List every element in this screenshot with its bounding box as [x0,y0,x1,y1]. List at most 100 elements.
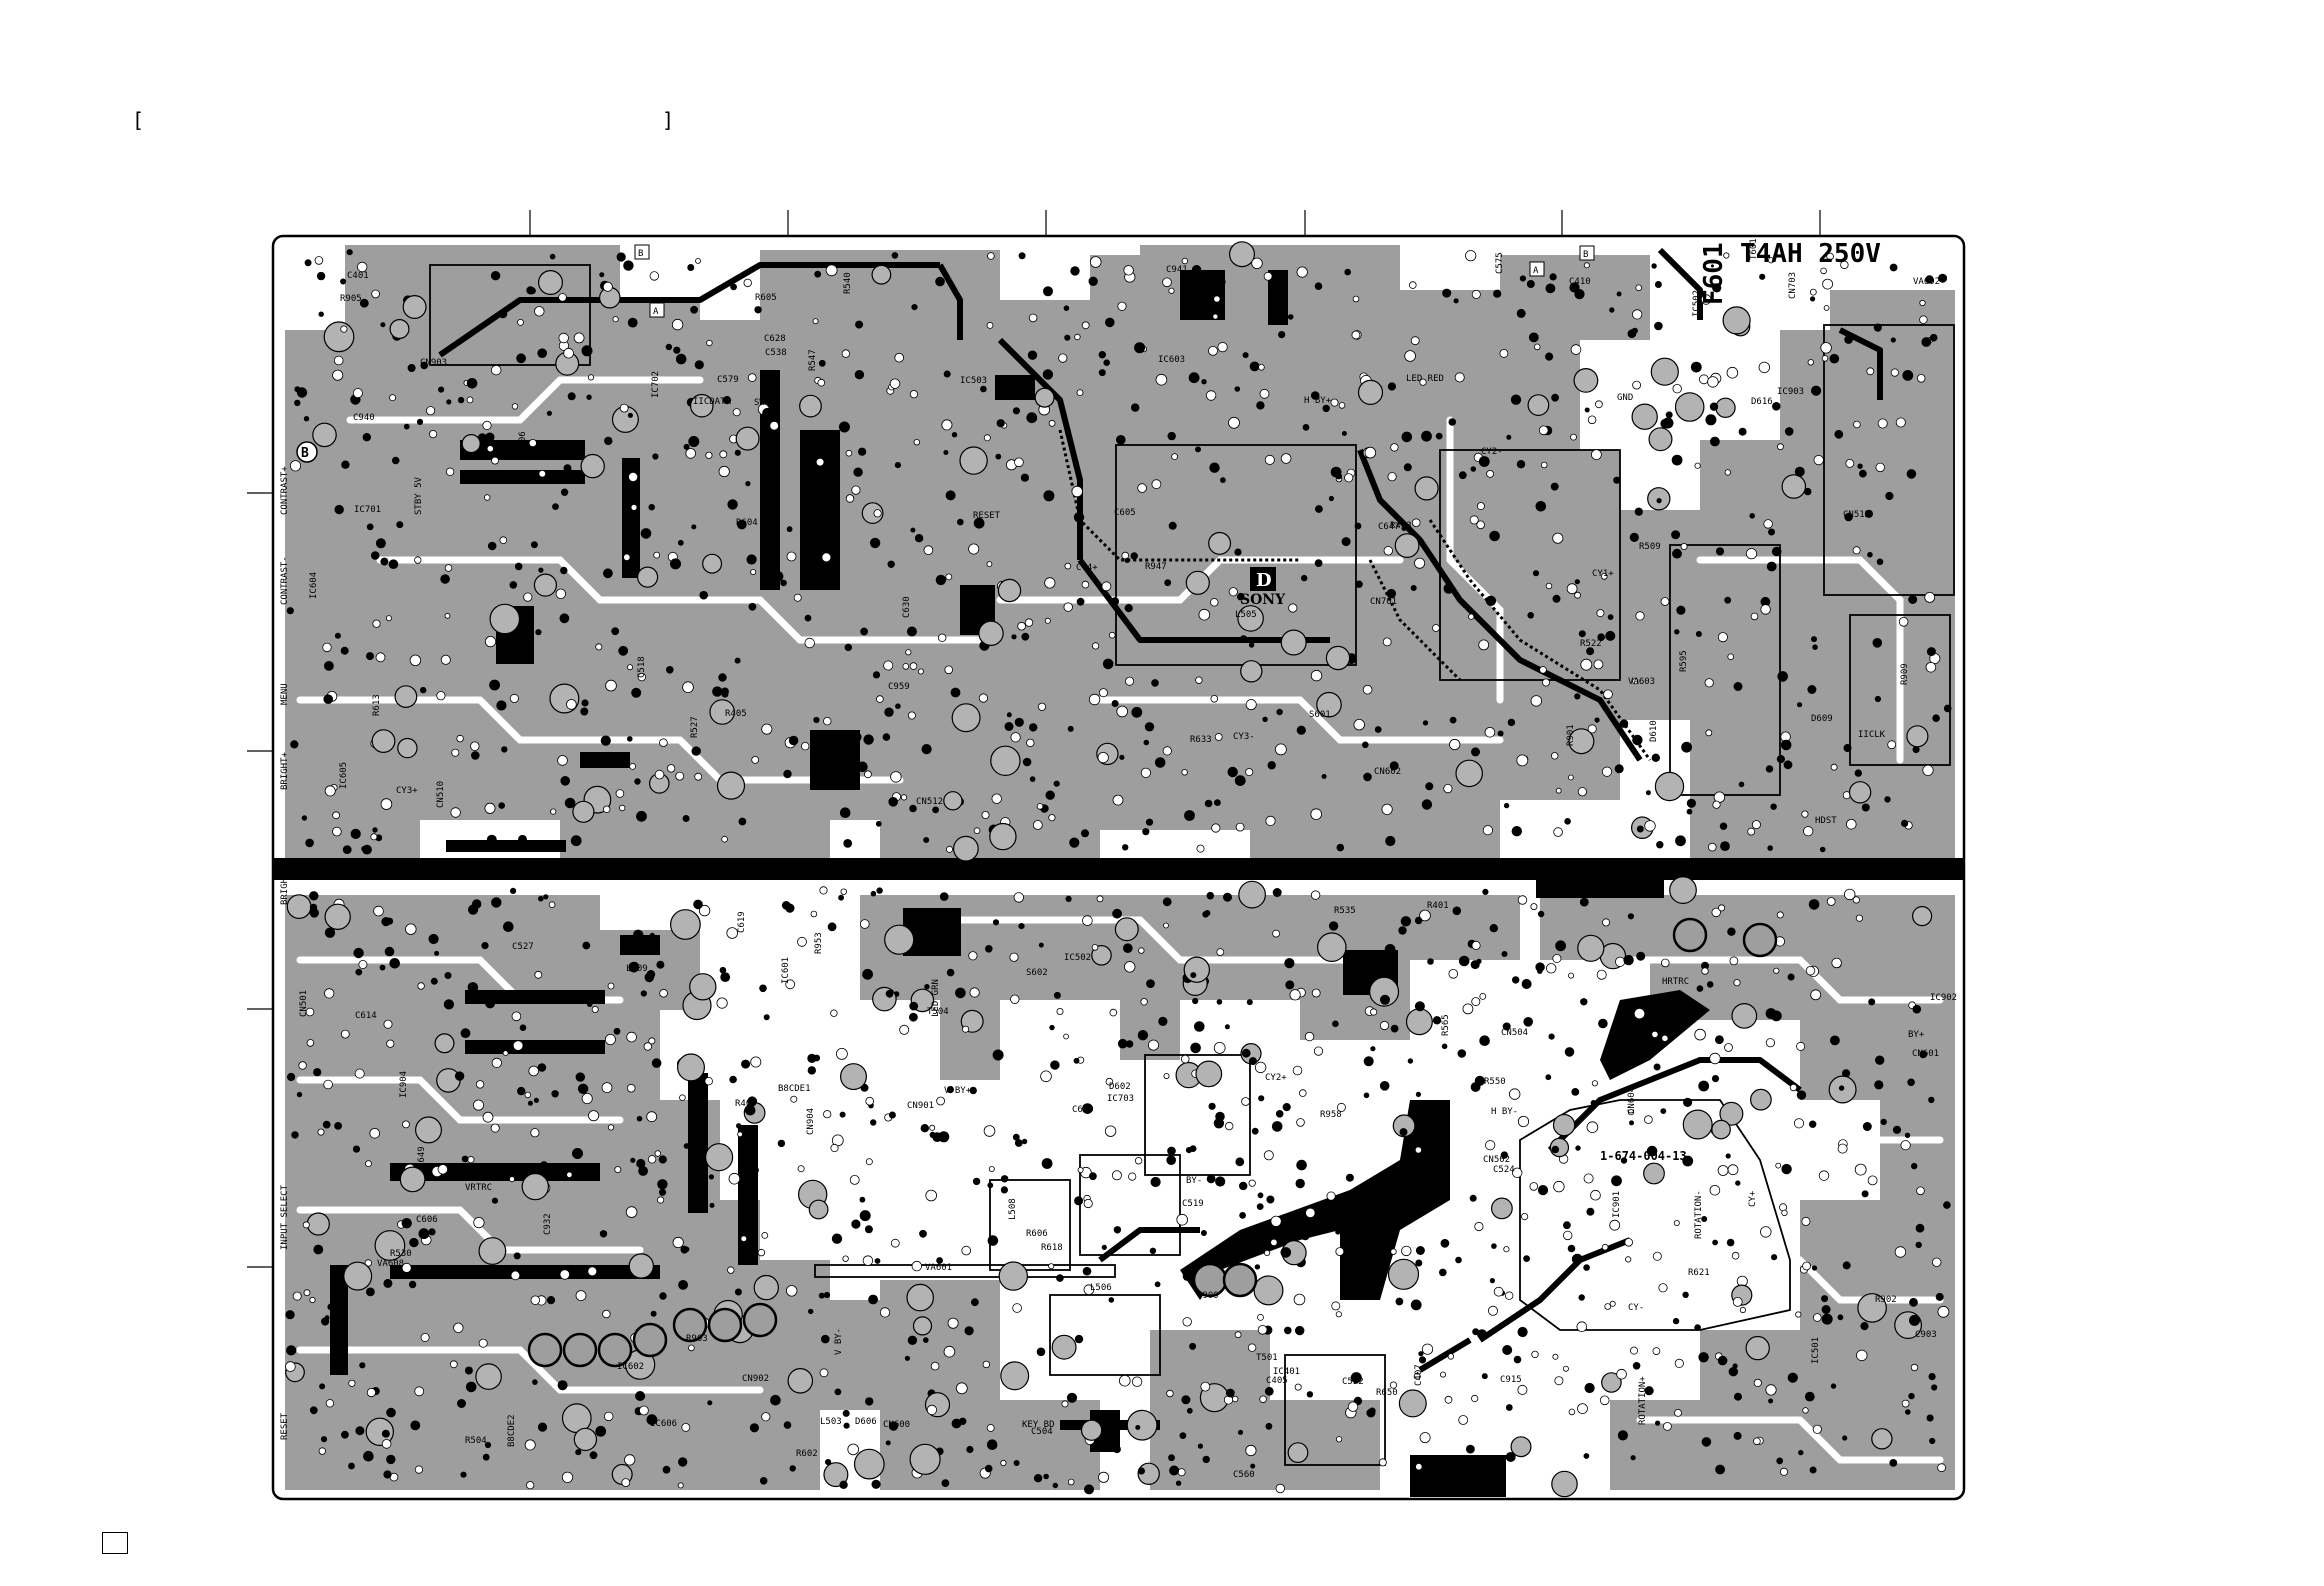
pad [465,1381,477,1393]
pad [1452,906,1462,916]
pin-label-12: GND [1617,393,1633,403]
pad [572,800,595,823]
pad [355,1426,365,1436]
connector-label-2: CN600 [883,1420,910,1430]
pad [1130,552,1138,560]
pad [1214,799,1221,806]
pad [286,1345,297,1356]
pad [1854,769,1863,777]
pad [939,892,949,901]
pad [1033,1474,1043,1483]
pad [383,1470,392,1479]
pad [619,403,629,413]
pad [1449,716,1457,724]
pad [602,281,613,292]
pad [489,679,500,691]
pad [1151,679,1159,687]
pad [1570,433,1577,441]
pad [1239,1181,1248,1191]
ic-label-5: IC603 [1158,355,1185,365]
pad [1781,1163,1792,1175]
pad [691,746,701,756]
pad [1263,271,1273,281]
pad [1837,1143,1848,1154]
pad [332,1328,339,1335]
pad [1656,498,1662,504]
pad [461,1155,469,1163]
pad [659,1292,667,1300]
pad [1538,425,1549,436]
pad [566,1171,573,1178]
pad [1239,1212,1246,1219]
pad [516,353,526,364]
pad [1916,373,1926,383]
pad [1176,1213,1188,1226]
pad [738,817,747,826]
pad [1783,760,1793,770]
pad [1909,1314,1920,1326]
pad [1598,1018,1608,1029]
pad [337,1285,347,1295]
pad [1012,1303,1022,1313]
pad [1223,892,1232,902]
pad [1894,1246,1907,1258]
pad [582,941,591,950]
pad [451,748,460,757]
pad [1419,1432,1431,1444]
pad [1328,921,1339,931]
pad [389,958,401,969]
pad [1577,934,1605,962]
pad [712,686,723,697]
pin-label-4: CY2+ [1265,1073,1287,1083]
pad [1545,283,1556,294]
pad [613,1027,621,1035]
pad [1872,638,1883,648]
pad [1415,1462,1423,1471]
pad [1859,469,1867,478]
pad [929,942,937,950]
pad [323,321,355,353]
pad [1552,1113,1576,1137]
pad [1245,768,1254,777]
pad [1780,739,1792,751]
pad [1363,1056,1374,1067]
pad [1732,1363,1738,1369]
pad [1413,1372,1421,1380]
pad [1411,518,1421,527]
pad [1036,1347,1046,1357]
pad [1080,1419,1103,1441]
pad [917,668,924,675]
pad [1128,1172,1137,1181]
pad [1295,1325,1305,1336]
reference-designators: IC701IC702IC703IC601IC602IC603IC604IC605… [299,238,1957,1480]
pad [1595,400,1603,409]
pad [1224,1121,1234,1131]
pad [765,442,773,449]
pad [1150,1176,1161,1188]
pad [1390,443,1399,452]
pad [478,1338,488,1348]
pad [1916,1186,1925,1196]
pad [485,998,495,1009]
pad [1414,1146,1423,1154]
pad [1448,968,1459,979]
pad [1235,1157,1245,1167]
pad [726,927,738,939]
pad [968,543,980,555]
pad [1405,1008,1433,1036]
pad [1760,1226,1772,1238]
pad [944,665,953,675]
pad [1844,335,1853,344]
pad [871,264,892,285]
pad [625,1206,638,1218]
pad [1050,1060,1060,1070]
component-label-23: C614 [355,1011,377,1021]
pad [1821,1295,1829,1303]
pad [630,503,638,511]
pad [383,1278,393,1288]
pad [580,453,605,479]
pad [689,973,717,1001]
pad [786,1285,798,1297]
pad [1635,284,1642,292]
pad [1355,580,1363,588]
